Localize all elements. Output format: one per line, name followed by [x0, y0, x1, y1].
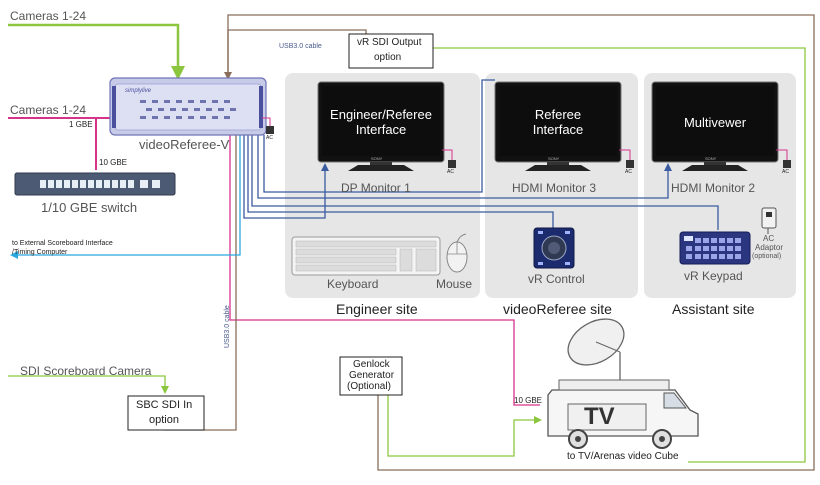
sdi-in-label-2: option	[149, 414, 179, 426]
monitor-1-screen-line2: Interface	[355, 122, 407, 137]
scoreboard-line	[10, 135, 241, 259]
engineer-site-label: Engineer site	[336, 301, 418, 317]
switch-label: 1/10 GBE switch	[41, 200, 138, 215]
genlock-loop-line	[227, 14, 815, 471]
link-1gbe-label: 1 GBE	[69, 120, 93, 129]
sdi-camera-label: SDI Scoreboard Camera	[20, 364, 152, 378]
ac-label-1: AC	[447, 169, 454, 175]
switch-ports	[40, 180, 160, 188]
monitor-2-screen-line1: Referee	[534, 107, 582, 122]
usb-to-sdi-output-line	[224, 29, 367, 80]
control-label: vR Control	[528, 272, 585, 286]
keyboard-label: Keyboard	[327, 277, 379, 291]
truck-logo: TV	[584, 403, 615, 430]
monitor-2-label: HDMI Monitor 3	[512, 181, 597, 195]
referee-site-label: videoReferee site	[503, 301, 612, 317]
scoreboard-label-2: /Timing Computer	[12, 249, 68, 256]
monitor-1-label: DP Monitor 1	[341, 181, 411, 195]
ac-adaptor-line1: AC	[763, 234, 775, 243]
ac-label-server: AC	[266, 135, 273, 141]
vr-keypad-graphic	[679, 231, 751, 265]
usb-top-label: USB3.0 cable	[279, 43, 322, 50]
genlock-label-3: (Optional)	[347, 381, 391, 392]
sdi-output-loop-line	[433, 47, 806, 463]
monitor-1-brand: SONY	[371, 156, 383, 161]
keypad-line	[251, 135, 719, 230]
switch-chassis	[14, 172, 176, 196]
genlock-box	[339, 356, 403, 396]
link-10gbe-label: 10 GBE	[99, 158, 128, 167]
truck-caption: to TV/Arenas video Cube	[567, 451, 679, 462]
tv-truck-graphic	[547, 318, 699, 449]
monitor-3-brand: SONY	[705, 156, 717, 161]
vr-control-graphic	[533, 227, 575, 269]
ac-adaptor-graphic	[761, 207, 777, 229]
sdi-output-box	[348, 33, 434, 69]
keyboard-graphic	[291, 236, 441, 276]
keypad-label: vR Keypad	[684, 269, 743, 283]
genlock-label-2: Generator	[349, 370, 395, 381]
hdmi-monitor-3-line	[263, 79, 495, 193]
ac-label-2: AC	[625, 169, 632, 175]
assistant-site-label: Assistant site	[672, 301, 755, 317]
monitor-3-label: HDMI Monitor 2	[671, 181, 756, 195]
ac-label-3: AC	[782, 169, 789, 175]
sdi-camera-line	[8, 375, 169, 394]
sdi-output-label-1: vR SDI Output	[357, 37, 422, 48]
sdi-output-label-2: option	[374, 52, 402, 63]
monitor-2-screen-line2: Interface	[532, 122, 584, 137]
monitor-3-screen-line1: Multivewer	[683, 115, 747, 130]
sdi-in-label-1: SBC SDI In	[136, 399, 193, 411]
usb-sdi-in-line	[161, 135, 237, 431]
truck-link-label: 10 GBE	[514, 396, 543, 405]
scoreboard-label-1: to External Scoreboard Interface	[12, 240, 113, 247]
server-brand-label: simplylive	[125, 88, 152, 94]
mouse-graphic	[446, 233, 468, 273]
monitor-1-screen-line1: Engineer/Referee	[330, 107, 432, 122]
monitor-3-graphic	[651, 81, 779, 171]
control-line	[247, 135, 554, 230]
server-label: videoReferee-V	[139, 137, 230, 152]
sdi-in-box	[127, 395, 205, 431]
cameras-mid-label: Cameras 1-24	[10, 103, 87, 117]
genlock-to-truck-line	[387, 392, 542, 457]
usb-vertical-label: USB3.0 cable	[224, 305, 231, 348]
monitor-2-graphic	[494, 81, 622, 171]
server-vents	[140, 100, 236, 119]
monitor-1-graphic	[317, 81, 445, 171]
ac-adaptor-line2: Adaptor	[755, 243, 784, 252]
truck-10gbe-line	[229, 135, 540, 406]
cameras-top-label: Cameras 1-24	[10, 9, 87, 23]
genlock-label-1: Genlock	[353, 359, 390, 370]
mouse-label: Mouse	[436, 277, 473, 291]
monitor-2-brand: SONY	[548, 156, 560, 161]
ac-adaptor-line3: (optional)	[752, 253, 782, 260]
cameras-top-line	[8, 23, 185, 80]
hdmi-monitor-2-line	[257, 135, 672, 199]
